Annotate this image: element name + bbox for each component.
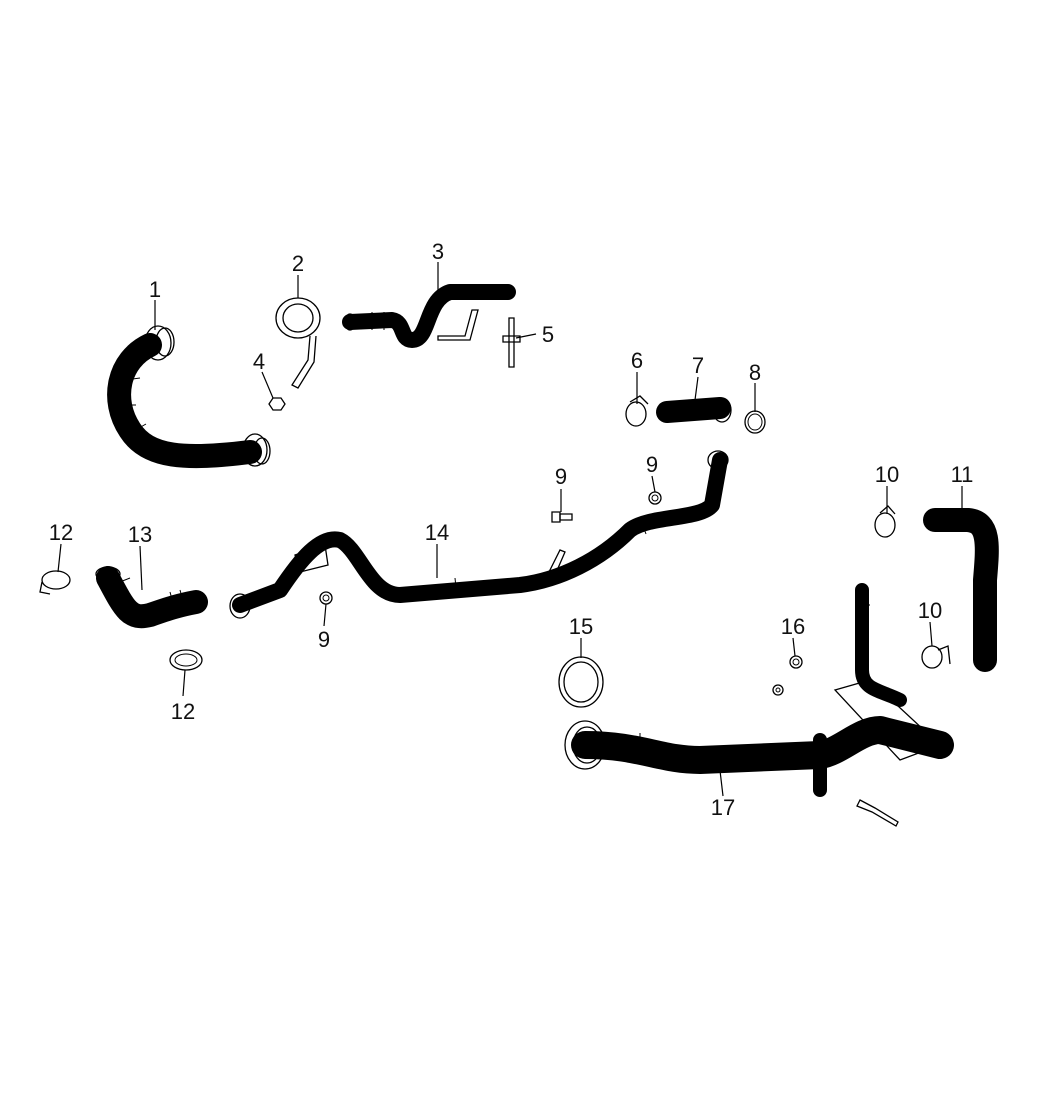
callout-3: 3 (432, 239, 444, 264)
callout-10-a: 10 (875, 462, 899, 487)
callout-16: 16 (781, 614, 805, 639)
part-10-clamp-upper (874, 505, 896, 538)
part-1-hose (107, 325, 271, 469)
callout-8: 8 (749, 360, 761, 385)
part-11-hose (923, 508, 999, 672)
callout-4: 4 (253, 349, 265, 374)
part-7-hose (656, 397, 732, 423)
callout-6: 6 (631, 348, 643, 373)
callout-5: 5 (542, 322, 554, 347)
part-6-clamp (625, 395, 649, 427)
callout-2: 2 (292, 251, 304, 276)
callout-7: 7 (692, 353, 704, 378)
part-16-nut (789, 655, 803, 669)
part-12-clamp-lower (169, 649, 203, 671)
part-14-hose (229, 450, 729, 619)
part-9-bolt-upper (551, 511, 573, 523)
callout-9-a: 9 (555, 464, 567, 489)
part-9-nut-lower (319, 591, 333, 605)
part-4-nut (268, 397, 286, 411)
part-17-manifold-hose (564, 583, 954, 827)
part-2-bracket-clamp (275, 297, 321, 389)
callout-17: 17 (711, 795, 735, 820)
callout-12-a: 12 (49, 520, 73, 545)
part-12-clamp-upper (39, 570, 71, 595)
part-3-hose (342, 284, 516, 348)
callout-1: 1 (149, 277, 161, 302)
part-8-clamp (744, 410, 766, 434)
callout-12-b: 12 (171, 699, 195, 724)
callout-11: 11 (951, 462, 974, 487)
part-10-clamp-lower (921, 645, 951, 669)
callout-14: 14 (425, 520, 449, 545)
callout-labels: 1 2 3 4 5 6 7 8 9 9 9 10 10 11 12 12 13 … (49, 239, 974, 820)
callout-15: 15 (569, 614, 593, 639)
part-13-hose (95, 566, 208, 629)
part-9-nut-upper (648, 491, 662, 505)
part-15-o-ring (558, 656, 604, 708)
part-5-stud (502, 317, 521, 368)
callout-9-c: 9 (318, 627, 330, 652)
callout-9-b: 9 (646, 452, 658, 477)
part-16-washer (772, 684, 784, 696)
leader-lines (57, 262, 963, 797)
callout-13: 13 (128, 522, 152, 547)
callout-10-b: 10 (918, 598, 942, 623)
